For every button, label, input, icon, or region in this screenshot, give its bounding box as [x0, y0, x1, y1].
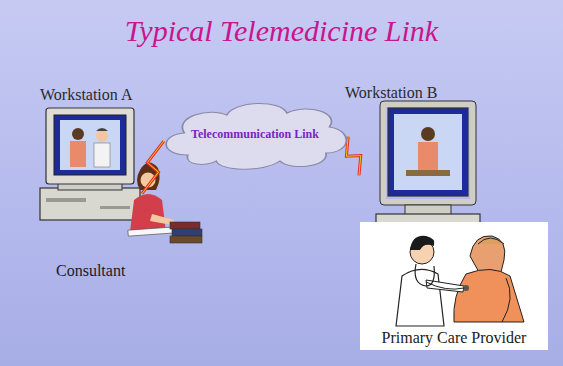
cloud-node: Telecommunication Link	[156, 97, 354, 173]
lightning-link	[346, 137, 360, 176]
workstation-node: Workstation A	[40, 86, 142, 224]
lightning-link	[142, 141, 164, 194]
link-label: Telecommunication Link	[167, 128, 343, 142]
title: Typical Telemedicine Link	[0, 14, 563, 48]
workstation-label: Workstation B	[345, 84, 437, 102]
picture-box: Primary Care Provider	[360, 222, 548, 350]
role-label: Consultant	[56, 262, 125, 280]
computer-a	[40, 108, 140, 220]
workstation-label: Workstation A	[40, 86, 132, 104]
caption-text: Primary Care Provider	[360, 329, 548, 347]
consultant-figure	[128, 162, 202, 243]
